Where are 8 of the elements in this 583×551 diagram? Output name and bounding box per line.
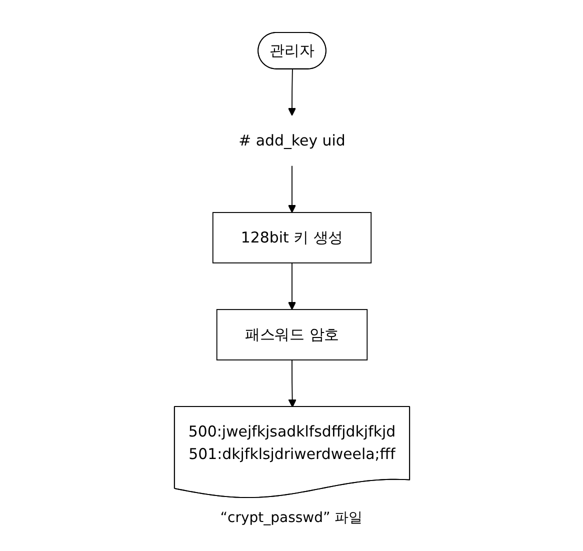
node-box: 128bit 키 생성 [212, 212, 372, 263]
file-caption: “crypt_passwd” 파일 [220, 508, 363, 526]
node-box: 패스워드 암호 [216, 308, 368, 360]
arrow [287, 68, 296, 116]
arrow [288, 358, 296, 407]
node-text: # add_key uid [238, 130, 345, 149]
arrow [287, 262, 296, 310]
arrow [287, 164, 296, 212]
